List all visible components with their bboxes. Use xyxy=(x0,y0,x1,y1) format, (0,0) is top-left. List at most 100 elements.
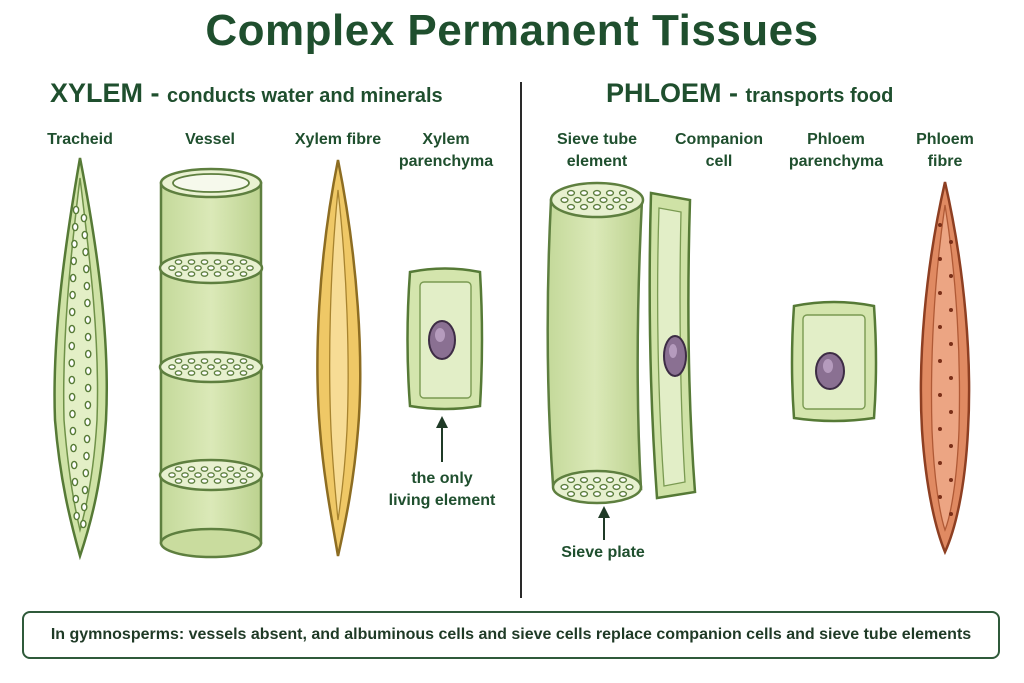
vessel-pore xyxy=(220,472,228,478)
vessel-pore xyxy=(239,478,248,484)
tracheid-pit xyxy=(84,366,92,376)
tracheid-pit xyxy=(69,426,77,436)
vessel-pore xyxy=(233,472,241,478)
vessel-pore xyxy=(233,364,241,370)
vessel-pore xyxy=(174,271,183,277)
label-xylem-fibre-line1: Xylem fibre xyxy=(294,131,382,148)
label-phloem-fibre-line1: Phloem xyxy=(916,131,974,148)
vessel-pore xyxy=(233,265,241,271)
tracheid-pit xyxy=(84,315,92,325)
vessel-pore xyxy=(168,265,176,271)
sieve-plate-arrow-icon xyxy=(598,506,610,540)
label-companion-cell-line2: cell xyxy=(705,153,733,170)
sieve-pore xyxy=(618,490,628,498)
tracheid-pit xyxy=(83,451,90,461)
sieve-pore xyxy=(579,476,589,484)
sieve-pore xyxy=(605,189,615,197)
sieve-pore xyxy=(579,203,589,211)
tracheid-pit xyxy=(68,392,76,402)
phloem-fibre-pit xyxy=(938,325,942,329)
label-phloem-parenchyma: Phloem parenchyma xyxy=(789,129,883,173)
sieve-pore xyxy=(566,476,576,484)
sieve-pore xyxy=(586,196,595,204)
xylem-heading-name: XYLEM xyxy=(50,78,144,108)
vessel-pore xyxy=(220,364,228,370)
sieve-pore xyxy=(618,476,628,484)
vessel-pore xyxy=(168,472,176,478)
vessel-pore xyxy=(181,265,189,271)
phloem-fibre-pit xyxy=(938,495,942,499)
tracheid-pit xyxy=(68,375,76,385)
sieve-pore xyxy=(579,189,589,197)
vessel-pore xyxy=(239,259,248,265)
sieve-pore xyxy=(612,196,621,204)
label-phloem-fibre-line2: fibre xyxy=(927,153,963,170)
vessel-pore xyxy=(239,370,248,376)
vessel-pore xyxy=(200,370,209,376)
label-tracheid: Tracheid xyxy=(47,129,113,151)
vessel-pore xyxy=(174,478,183,484)
vessel-pore xyxy=(194,364,202,370)
sieve-pore xyxy=(592,476,602,484)
label-xylem-fibre: Xylem fibre xyxy=(295,129,381,151)
vessel-pore xyxy=(207,472,215,478)
label-phloem-parenchyma-line2: parenchyma xyxy=(788,153,884,170)
phloem-heading-name: PHLOEM xyxy=(606,78,722,108)
tracheid-pit xyxy=(68,307,76,317)
section-divider xyxy=(520,82,522,598)
label-sieve-tube-line1: Sieve tube xyxy=(556,131,638,148)
tracheid-pit xyxy=(72,205,80,215)
vessel-pore xyxy=(187,259,196,265)
vessel-pore xyxy=(220,265,228,271)
tracheid-pit xyxy=(83,281,91,291)
label-vessel: Vessel xyxy=(185,129,235,151)
xylem-heading: XYLEM - conducts water and minerals xyxy=(50,78,443,109)
vessel-pore xyxy=(200,259,209,265)
gymnosperm-note-text: In gymnosperms: vessels absent, and albu… xyxy=(50,626,972,643)
vessel-pore xyxy=(200,478,209,484)
sieve-pore xyxy=(560,196,569,204)
phloem-fibre-pit xyxy=(938,461,942,465)
vessel-pore xyxy=(226,466,235,472)
tracheid-pit xyxy=(68,341,76,351)
phloem-fibre-pit xyxy=(949,274,953,278)
vessel-pore xyxy=(246,472,254,478)
label-sieve-tube-element: Sieve tube element xyxy=(557,129,637,173)
companion-cell xyxy=(648,191,697,500)
label-companion-cell-line1: Companion xyxy=(675,131,763,148)
xylem-heading-dash: - xyxy=(143,78,168,108)
label-phloem-fibre: Phloem fibre xyxy=(916,129,974,173)
vessel-tube xyxy=(158,167,264,559)
phloem-fibre-pit xyxy=(938,257,942,261)
label-xylem-parenchyma-line2: parenchyma xyxy=(398,153,494,170)
tracheid-pit xyxy=(71,222,79,232)
gymnosperm-note-box: In gymnosperms: vessels absent, and albu… xyxy=(22,611,1000,659)
vessel-pore xyxy=(207,364,215,370)
vessel-pore xyxy=(246,265,254,271)
sieve-pore xyxy=(560,483,569,491)
phloem-fibre-pit xyxy=(949,240,953,244)
phloem-fibre-pit xyxy=(949,376,953,380)
note-living-line1: the only xyxy=(411,470,473,487)
vessel-pores xyxy=(168,259,254,277)
vessel-pore xyxy=(239,358,248,364)
vessel-pore xyxy=(181,364,189,370)
tracheid-pit xyxy=(82,247,89,257)
sieve-pore xyxy=(566,189,576,197)
phloem-fibre-pit xyxy=(949,444,953,448)
tracheid-pit xyxy=(80,502,88,512)
vessel-pore xyxy=(213,370,222,376)
label-sieve-tube-line2: element xyxy=(566,153,628,170)
label-xylem-parenchyma-line1: Xylem xyxy=(422,131,470,148)
vessel-pore xyxy=(226,478,235,484)
sieve-pore xyxy=(599,483,608,491)
sieve-pore xyxy=(586,483,595,491)
phloem-fibre-pit xyxy=(949,342,953,346)
phloem-fibre-cell xyxy=(919,181,971,556)
vessel-pore xyxy=(239,466,248,472)
tracheid-pit xyxy=(84,298,91,308)
phloem-fibre-pit xyxy=(938,393,942,397)
vessel-pore xyxy=(187,466,196,472)
sieve-pore xyxy=(605,203,615,211)
living-element-arrow-icon xyxy=(436,416,448,462)
